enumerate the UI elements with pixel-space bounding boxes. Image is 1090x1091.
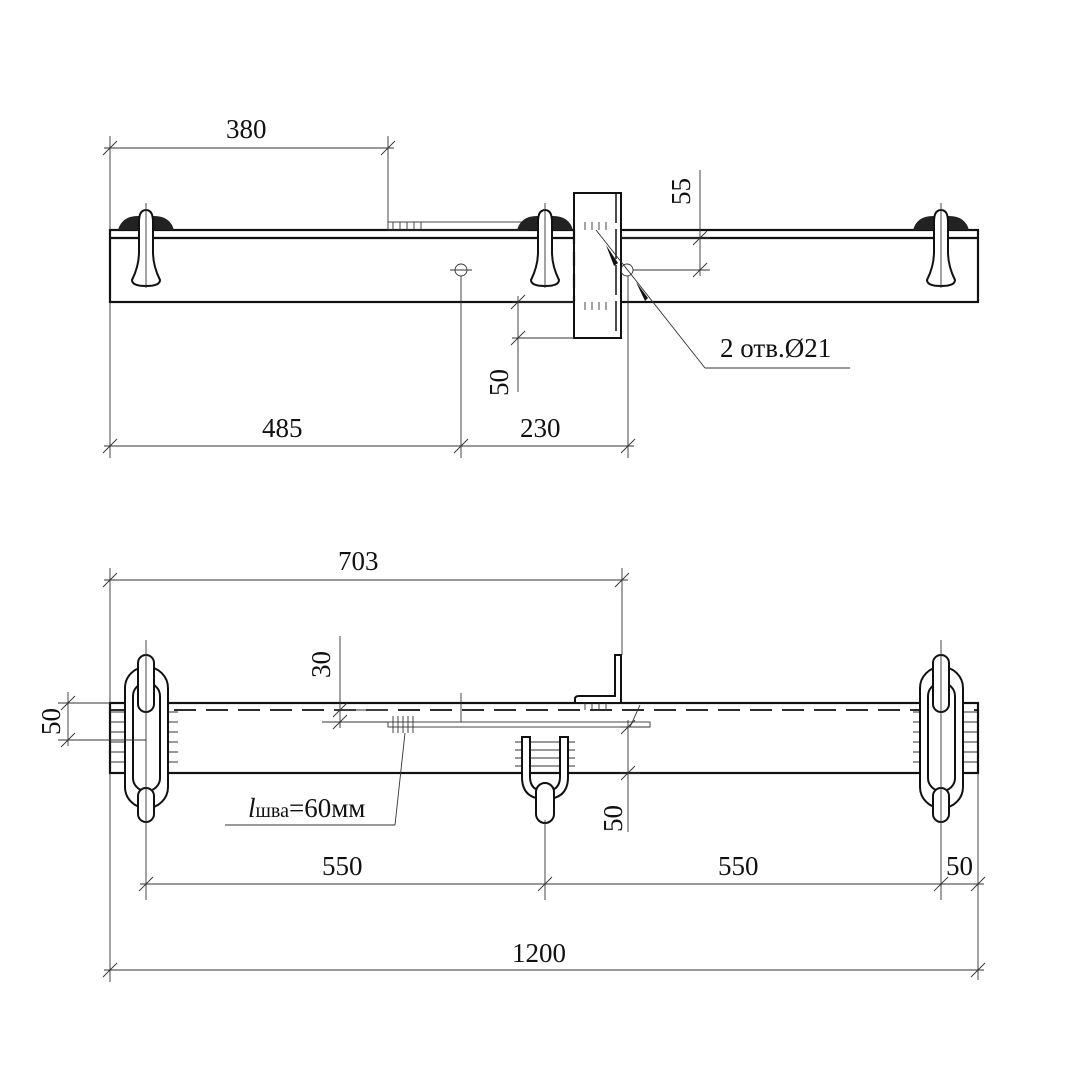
dim-50: 50 [484,369,514,396]
plate-strip [387,221,529,231]
beam-side [108,701,980,775]
weld-note: lшва=60мм [248,793,365,823]
dim-30: 30 [306,651,336,678]
chain [110,640,178,900]
hook [913,203,969,288]
dim-485: 485 [262,413,303,443]
dim-55: 55 [666,178,696,205]
hook [517,203,573,288]
chain [913,640,977,900]
vertical-plate [573,192,622,339]
dim-550-right: 550 [718,851,759,881]
dim-550-left: 550 [322,851,363,881]
dim-1200: 1200 [512,938,566,968]
dim-230: 230 [520,413,561,443]
dim-703: 703 [338,546,379,576]
shackle [515,736,575,900]
angle-bracket [574,654,622,704]
holes-note: 2 отв.Ø21 [720,333,831,363]
dim-50-end: 50 [946,851,973,881]
plate [387,721,651,728]
hook [118,203,174,288]
bottom-view: 703 30 50 50 lшва=60мм 550 550 50 1200 [36,546,986,982]
dim-50-left: 50 [36,708,66,735]
dim-380: 380 [226,114,267,144]
dim-50-right: 50 [598,805,628,832]
top-view: 2 отв.Ø21 380 55 50 485 230 [102,114,980,458]
